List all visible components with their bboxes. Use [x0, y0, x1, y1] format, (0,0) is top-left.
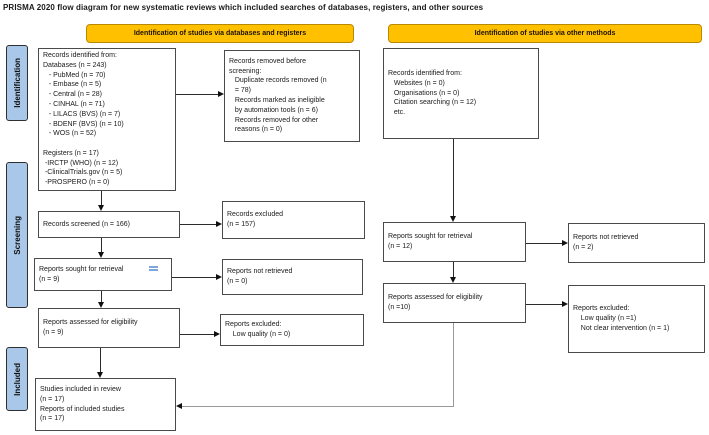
- header-other-methods-label: Identification of studies via other meth…: [474, 30, 616, 37]
- box-records-identified-databases-text: Records identified from: Databases (n = …: [43, 51, 124, 187]
- box-records-identified-other-text: Records identified from: Websites (n = 0…: [388, 70, 477, 117]
- box-records-screened-text: Records screened (n = 166): [43, 220, 130, 228]
- arrowhead-sought-to-assessed: [97, 302, 104, 308]
- connector-assessed-to-included: [100, 348, 101, 372]
- connector-sought-to-assessed: [101, 291, 102, 302]
- box-reports-sought-other-text: Reports sought for retrieval (n = 12): [388, 233, 473, 250]
- connector-other-assessed-to-excluded: [526, 304, 562, 305]
- diagram-title: PRISMA 2020 flow diagram for new systema…: [3, 3, 484, 12]
- box-reports-assessed-databases: Reports assessed for eligibility (n = 9): [38, 308, 180, 348]
- connector-screened-to-sought: [101, 238, 102, 252]
- phase-included: Included: [6, 347, 28, 411]
- box-reports-excluded-databases-text: Reports excluded: Low quality (n = 0): [225, 321, 291, 338]
- connector-identified-to-removed: [176, 94, 219, 95]
- box-reports-assessed-other: Reports assessed for eligibility (n =10): [383, 283, 526, 323]
- box-reports-excluded-other: Reports excluded: Low quality (n =1) Not…: [568, 285, 705, 353]
- box-reports-excluded-other-text: Reports excluded: Low quality (n =1) Not…: [573, 305, 670, 332]
- arrowhead-other-assessed-to-included: [176, 402, 182, 409]
- arrowhead-identified-to-removed: [218, 90, 224, 97]
- box-records-excluded: Records excluded (n = 157): [222, 201, 365, 239]
- arrowhead-sought-to-not-retrieved: [216, 273, 222, 280]
- connector-identified-to-screened: [101, 191, 102, 205]
- box-records-removed-before-screening: Records removed before screening: Duplic…: [224, 50, 360, 142]
- phase-identification-label: Identification: [12, 58, 22, 108]
- comment-highlight-icon: [149, 266, 158, 272]
- box-records-identified-other: Records identified from: Websites (n = 0…: [383, 48, 539, 139]
- box-studies-included: Studies included in review (n = 17) Repo…: [35, 378, 176, 431]
- arrowhead-identified-to-screened: [97, 205, 104, 211]
- phase-included-label: Included: [12, 362, 22, 396]
- header-databases-registers-label: Identification of studies via databases …: [133, 30, 307, 37]
- arrowhead-assessed-to-excluded: [214, 330, 220, 337]
- arrowhead-other-sought-to-not-retrieved: [562, 239, 568, 246]
- box-reports-not-retrieved-databases-text: Reports not retrieved (n = 0): [227, 268, 293, 285]
- box-records-excluded-text: Records excluded (n = 157): [227, 211, 284, 228]
- connector-other-assessed-to-included-vertical: [453, 323, 454, 406]
- arrowhead-other-assessed-to-excluded: [562, 300, 568, 307]
- arrowhead-other-identified-to-sought: [449, 216, 456, 222]
- connector-other-identified-to-sought: [453, 139, 454, 216]
- phase-screening-label: Screening: [12, 215, 22, 255]
- arrowhead-assessed-to-included: [96, 372, 103, 378]
- arrowhead-screened-to-sought: [97, 252, 104, 258]
- box-reports-not-retrieved-other: Reports not retrieved (n = 2): [568, 223, 705, 263]
- arrowhead-other-sought-to-assessed: [449, 277, 456, 283]
- box-reports-excluded-databases: Reports excluded: Low quality (n = 0): [220, 314, 364, 346]
- box-reports-sought-databases-text: Reports sought for retrieval (n = 9): [39, 265, 124, 283]
- box-reports-assessed-other-text: Reports assessed for eligibility (n =10): [388, 294, 483, 311]
- box-reports-sought-databases: Reports sought for retrieval (n = 9): [34, 258, 172, 291]
- phase-identification: Identification: [6, 45, 28, 121]
- arrowhead-screened-to-excluded: [216, 220, 222, 227]
- connector-other-sought-to-assessed: [453, 262, 454, 277]
- connector-assessed-to-excluded: [180, 334, 214, 335]
- connector-sought-to-not-retrieved: [172, 277, 216, 278]
- box-records-identified-databases: Records identified from: Databases (n = …: [38, 48, 176, 191]
- connector-other-assessed-to-included-horizontal: [182, 406, 454, 407]
- box-records-removed-text: Records removed before screening: Duplic…: [229, 57, 327, 134]
- connector-other-sought-to-not-retrieved: [526, 243, 562, 244]
- phase-screening: Screening: [6, 162, 28, 308]
- box-reports-not-retrieved-other-text: Reports not retrieved (n = 2): [573, 234, 639, 251]
- box-reports-not-retrieved-databases: Reports not retrieved (n = 0): [222, 259, 363, 295]
- header-databases-registers: Identification of studies via databases …: [86, 24, 354, 43]
- box-studies-included-text: Studies included in review (n = 17) Repo…: [40, 385, 125, 423]
- box-reports-assessed-databases-text: Reports assessed for eligibility (n = 9): [43, 319, 138, 336]
- box-records-screened: Records screened (n = 166): [38, 211, 180, 238]
- box-reports-sought-other: Reports sought for retrieval (n = 12): [383, 222, 526, 262]
- connector-screened-to-excluded: [180, 224, 216, 225]
- header-other-methods: Identification of studies via other meth…: [388, 24, 702, 43]
